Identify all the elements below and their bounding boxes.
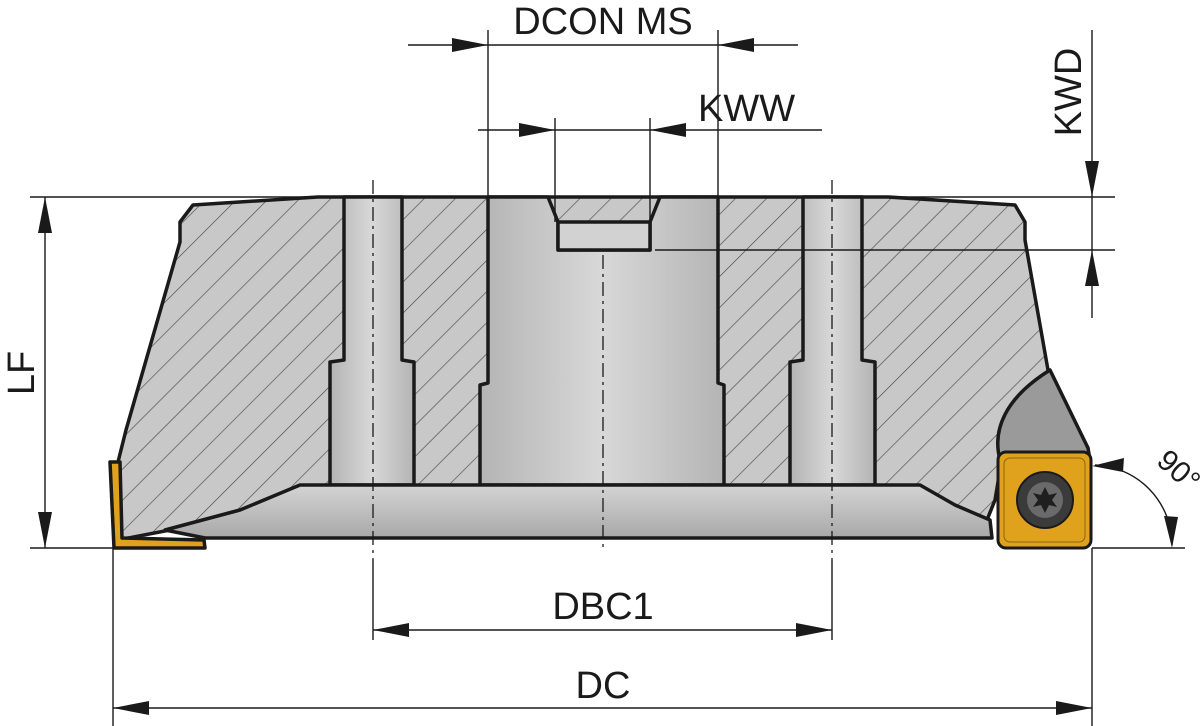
drive-keyway [556,220,652,252]
central-bore [478,195,726,487]
dc-dimension: DC [113,665,1092,715]
left-counterbore [328,195,416,487]
center-lines [372,180,833,560]
kwd-dimension: KWD [1048,30,1099,318]
angle-label: 90° [1150,443,1200,498]
kwd-label: KWD [1048,48,1090,137]
kww-dimension: KWW [478,88,822,137]
torx-screw-icon [1016,471,1074,529]
lf-dimension: LF [1,197,52,548]
bottom-flange [163,483,994,540]
extension-lines [30,30,1115,726]
dcon-ms-dimension: DCON MS [408,1,798,52]
right-insert [996,450,1093,550]
dbc1-label: DBC1 [552,586,653,628]
lf-label: LF [1,351,43,395]
dbc1-dimension: DBC1 [373,586,832,637]
dc-label: DC [576,665,631,707]
dcon-ms-label: DCON MS [513,1,692,43]
angle-dimension: 90° [1092,443,1200,549]
kww-label: KWW [698,88,795,130]
